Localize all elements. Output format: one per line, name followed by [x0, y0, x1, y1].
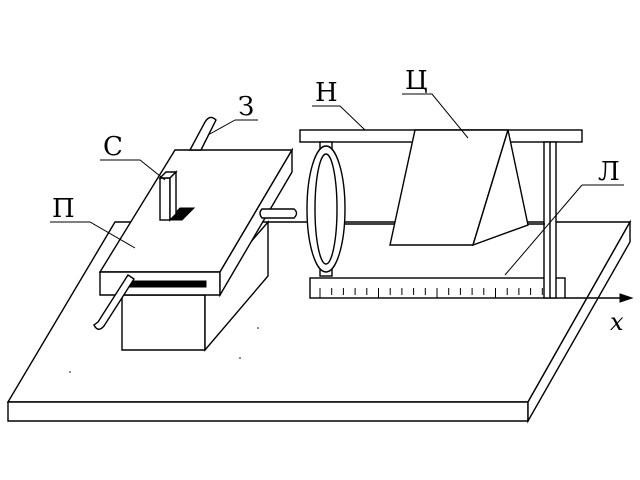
shutter-rod — [93, 116, 217, 330]
platform-slot — [127, 280, 207, 288]
connector-pin — [259, 208, 298, 219]
cylinder-label: Ц — [405, 66, 428, 96]
ruler — [309, 277, 566, 299]
leader-lines — [50, 93, 624, 276]
platform-label: П — [52, 194, 75, 224]
cylinder-screen — [389, 129, 529, 247]
lens — [306, 141, 346, 277]
slit — [158, 170, 196, 222]
slit-label: С — [103, 132, 123, 162]
ruler-label: Л — [598, 157, 620, 187]
shutter-label: З — [238, 92, 254, 122]
source-box — [121, 220, 269, 352]
x-axis — [565, 293, 634, 303]
holder-label: Н — [315, 78, 338, 108]
axis-label: x — [610, 308, 624, 336]
platform — [98, 147, 294, 298]
